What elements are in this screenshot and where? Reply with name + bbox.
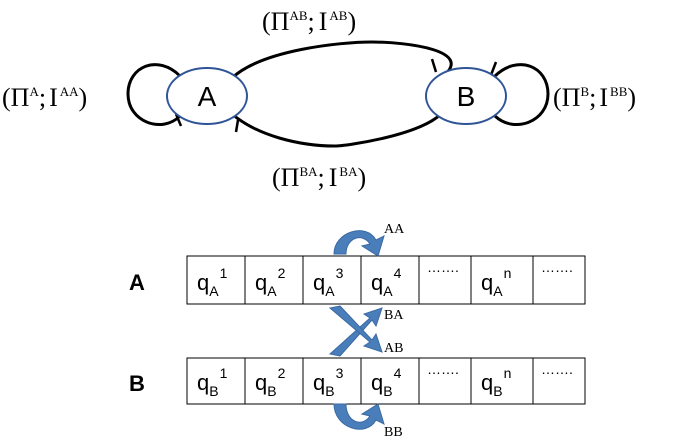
row-a-cell-text: ……. — [427, 259, 459, 275]
row-b-cell-text: qB4 — [371, 365, 402, 399]
node-a — [166, 67, 248, 125]
arrow-bb-label: BB — [384, 425, 403, 440]
row-b-cells: qB1 qB2 qB3 qB4 ……. qBn ……. — [186, 357, 586, 405]
edge-aa-arrowhead — [174, 113, 183, 127]
row-a-cells: qA1 qA2 qA3 qA4 ……. qAn ……. — [186, 255, 586, 305]
row-b-cell-text: qB1 — [197, 365, 228, 399]
row-b-label: B — [129, 371, 145, 396]
row-b-cell-text: qBn — [481, 365, 511, 399]
row-b-cell — [302, 357, 362, 405]
edge-ab-arrowhead — [430, 58, 438, 73]
arrow-ba-label: BA — [384, 308, 404, 323]
row-b-cell-text: qB3 — [313, 365, 344, 399]
arrow-ab-label: AB — [384, 341, 403, 356]
row-a-cell — [418, 255, 472, 305]
node-b-label: B — [457, 81, 476, 112]
row-a-cell — [302, 255, 362, 305]
node-b — [425, 67, 507, 125]
arrow-aa-label: AA — [384, 222, 405, 237]
row-b-cell-text: ……. — [541, 361, 573, 377]
edge-bb-loop — [493, 63, 550, 126]
row-b-cell-text: ……. — [427, 361, 459, 377]
row-a-cell-text: qA4 — [371, 265, 402, 299]
edge-ba — [231, 112, 443, 148]
row-a-cell-text: qAn — [481, 265, 511, 299]
row-b-cell — [244, 357, 304, 405]
row-b-cell — [418, 357, 472, 405]
row-a-cell-text: qA2 — [255, 265, 286, 299]
edge-ab — [230, 40, 453, 80]
row-a-cell — [470, 255, 534, 305]
row-b-cell — [532, 357, 586, 405]
row-a-cell-text: ……. — [541, 259, 573, 275]
node-a-label: A — [198, 81, 217, 112]
row-a-cell — [244, 255, 304, 305]
row-a-label: A — [129, 270, 145, 295]
row-b-cell-text: qB2 — [255, 365, 286, 399]
row-a-cell-text: qA3 — [313, 265, 344, 299]
edge-aa-loop — [126, 63, 182, 126]
edge-ba-arrowhead — [234, 119, 240, 133]
row-a-cell-text: qA1 — [197, 265, 228, 299]
arrow-bb — [333, 403, 385, 430]
arrow-ab — [328, 305, 383, 353]
edge-bb-arrowhead — [489, 61, 498, 76]
row-a-cell — [532, 255, 586, 305]
row-b-cell — [470, 357, 534, 405]
arrow-aa — [333, 230, 385, 257]
memory-arrays: A B qA1 qA2 qA3 qA4 ……. qAn ……. qB1 qB2 qB3 qB4 ……… — [129, 222, 586, 440]
row-b-cell — [186, 357, 246, 405]
arrow-ba — [328, 307, 383, 357]
